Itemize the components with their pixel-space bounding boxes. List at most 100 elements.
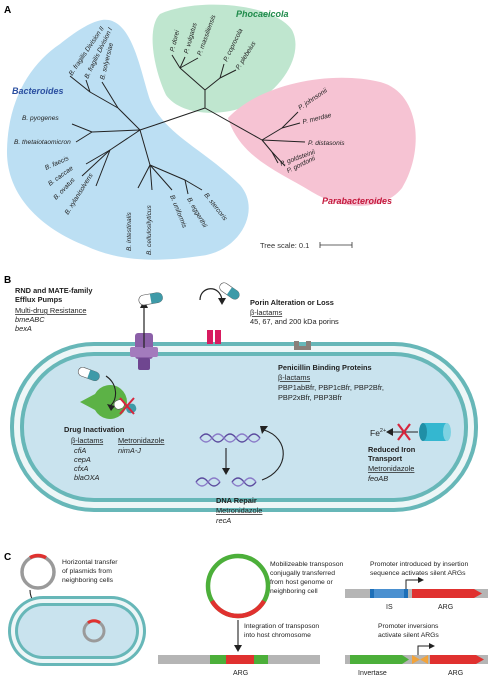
free-plasmid-icon [20,553,56,590]
panel-b-letter: B [4,275,11,286]
taxon-b-pyogenes: B. pyogenes [22,115,59,122]
is-gene-construct [345,577,488,598]
inactivation-gene-1: cfiA [74,446,86,455]
inactivation-gene-2: cepA [74,455,91,464]
iron-ion-label: Fe2+ [370,428,386,438]
integration-text-1: Integration of transposon [244,623,319,630]
is-label: IS [386,604,393,611]
pbp-title: Penicillin Binding Proteins [278,363,372,372]
transposon-text-2: conjugally transferred [270,570,335,577]
is-text: Promoter introduced by insertion sequenc… [370,561,468,577]
bacteroides-clade-label: Bacteroides [12,86,64,96]
integration-text-2: into host chromosome [244,632,311,639]
pbp-protein-icon [294,341,311,350]
inactivation-col1-head: β-lactams [71,436,103,445]
panel-c-letter: C [4,552,11,563]
pbp-subtitle: β-lactams [278,373,310,382]
iron-title-1: Reduced Iron [368,445,416,454]
phocaeicola-clade-label: Phocaeicola [236,9,289,19]
iron-subtitle: Metronidazole [368,464,414,473]
parabacteroides-clade-region [228,77,416,206]
transposon-text: Mobilizeable transposon conjugally trans… [270,561,344,595]
repair-gene: recA [216,516,231,525]
inactivation-arrow [105,375,117,407]
transposon-text-1: Mobilizeable transposon [270,561,344,568]
integrated-arg-label: ARG [233,670,248,677]
invert-arg-label: ARG [448,670,463,677]
plasmid-text-2: of plasmids from [62,568,112,575]
iron-block-x-icon [397,423,411,441]
recipient-cell-icon [8,596,146,666]
pbp-text: Penicillin Binding Proteins β-lactams PB… [278,363,384,402]
efflux-title-2: Efflux Pumps [15,295,62,304]
porin-text: Porin Alteration or Loss β-lactams 45, 6… [250,298,339,326]
efflux-text: RND and MATE-family Efflux Pumps Multi-d… [15,286,93,333]
transposon-circle-icon [205,553,271,619]
efflux-subtitle: Multi-drug Resistance [15,306,86,315]
iron-arrowhead [386,428,393,436]
taxon-b-cellulosilyticus: B. cellulosilyticus [146,204,153,255]
plasmid-text-3: neighboring cells [62,577,114,584]
is-arg-label: ARG [438,604,453,611]
broken-capsule-icon [113,399,137,414]
repair-down-arrowhead [222,468,230,475]
bacteroides-clade-region [6,19,249,260]
pbp-line-2: PBP2xBfr, PBP3Bfr [278,393,343,402]
efflux-title-1: RND and MATE-family [15,286,93,295]
taxon-b-intestinalis: B. intestinalis [126,211,133,251]
iron-title-2: Transport [368,454,403,463]
invert-text-2: activate silent ARGs [378,632,439,639]
phocaeicola-clade-region [152,4,296,113]
iron-gene: feoAB [368,474,388,483]
repair-title: DNA Repair [216,496,257,505]
repair-cycle-arrowhead [260,426,268,434]
porin-subtitle: β-lactams [250,308,282,317]
repair-cycle-arrow [261,429,284,481]
antibiotic-capsule-icon [138,292,163,306]
transposon-text-3: from host genome or [270,579,333,586]
intact-capsule-icon [77,366,100,382]
tree-scale-label: Tree scale: 0.1 [260,241,309,250]
porin-title: Porin Alteration or Loss [250,298,334,307]
inactivation-col2-head: Metronidazole [118,436,164,445]
iron-text: Reduced Iron Transport Metronidazole feo… [368,445,416,483]
taxon-pa-distasonis: P. distasonis [308,140,345,147]
inactivation-title: Drug Inactivation [64,425,125,434]
plasmid-text: Horizontal transfer of plasmids from nei… [62,559,118,584]
inactivation-text: Drug Inactivation β-lactams cfiA cepA cf… [64,425,164,482]
phylogenetic-tree [69,54,306,195]
efflux-gene-2: bexA [15,324,32,333]
transposon-text-4: neighboring cell [270,588,318,595]
inactivated-x-icon [119,397,135,415]
cell-cytoplasm [24,356,464,498]
dna-helix-intact-icon [199,433,261,443]
dna-helix-broken-icon [195,477,257,487]
panel-a-letter: A [4,5,11,16]
parabacteroides-clade-label: Parabacteroides [322,196,392,206]
pbp-line-1: PBP1abBfr, PBP1cBfr, PBP2Bfr, [278,383,384,392]
inactivation-arrowhead [107,404,115,411]
efflux-gene-1: bmeABC [15,315,45,324]
porin-detail: 45, 67, and 200 kDa porins [250,317,339,326]
integration-text: Integration of transposon into host chro… [244,623,319,639]
porin-capsule-icon [219,282,240,300]
is-text-1: Promoter introduced by insertion [370,561,468,568]
integrated-chromosome-icon [158,655,320,664]
invert-text-1: Promoter inversions [378,623,439,630]
integration-arrowhead [234,645,242,652]
inactivation-col2-gene: nimA-J [118,446,141,455]
tree-scale-bar [319,242,353,248]
plasmid-text-1: Horizontal transfer [62,559,118,566]
repair-text: DNA Repair Metronidazole recA [216,496,262,525]
efflux-pump-icon [130,300,158,370]
invert-text: Promoter inversions activate silent ARGs [378,623,439,639]
inactivation-gene-4: blaOXA [74,473,100,482]
inactivation-gene-3: cfxA [74,464,88,473]
is-text-2: sequence activates silent ARGs [370,570,466,577]
taxon-b-thetaiotaomicron: B. thetaiotaomicron [14,139,71,146]
invertase-construct [345,643,488,664]
porin-icon [199,288,226,344]
invertase-label: Invertase [358,670,387,677]
repair-subtitle: Metronidazole [216,506,262,515]
